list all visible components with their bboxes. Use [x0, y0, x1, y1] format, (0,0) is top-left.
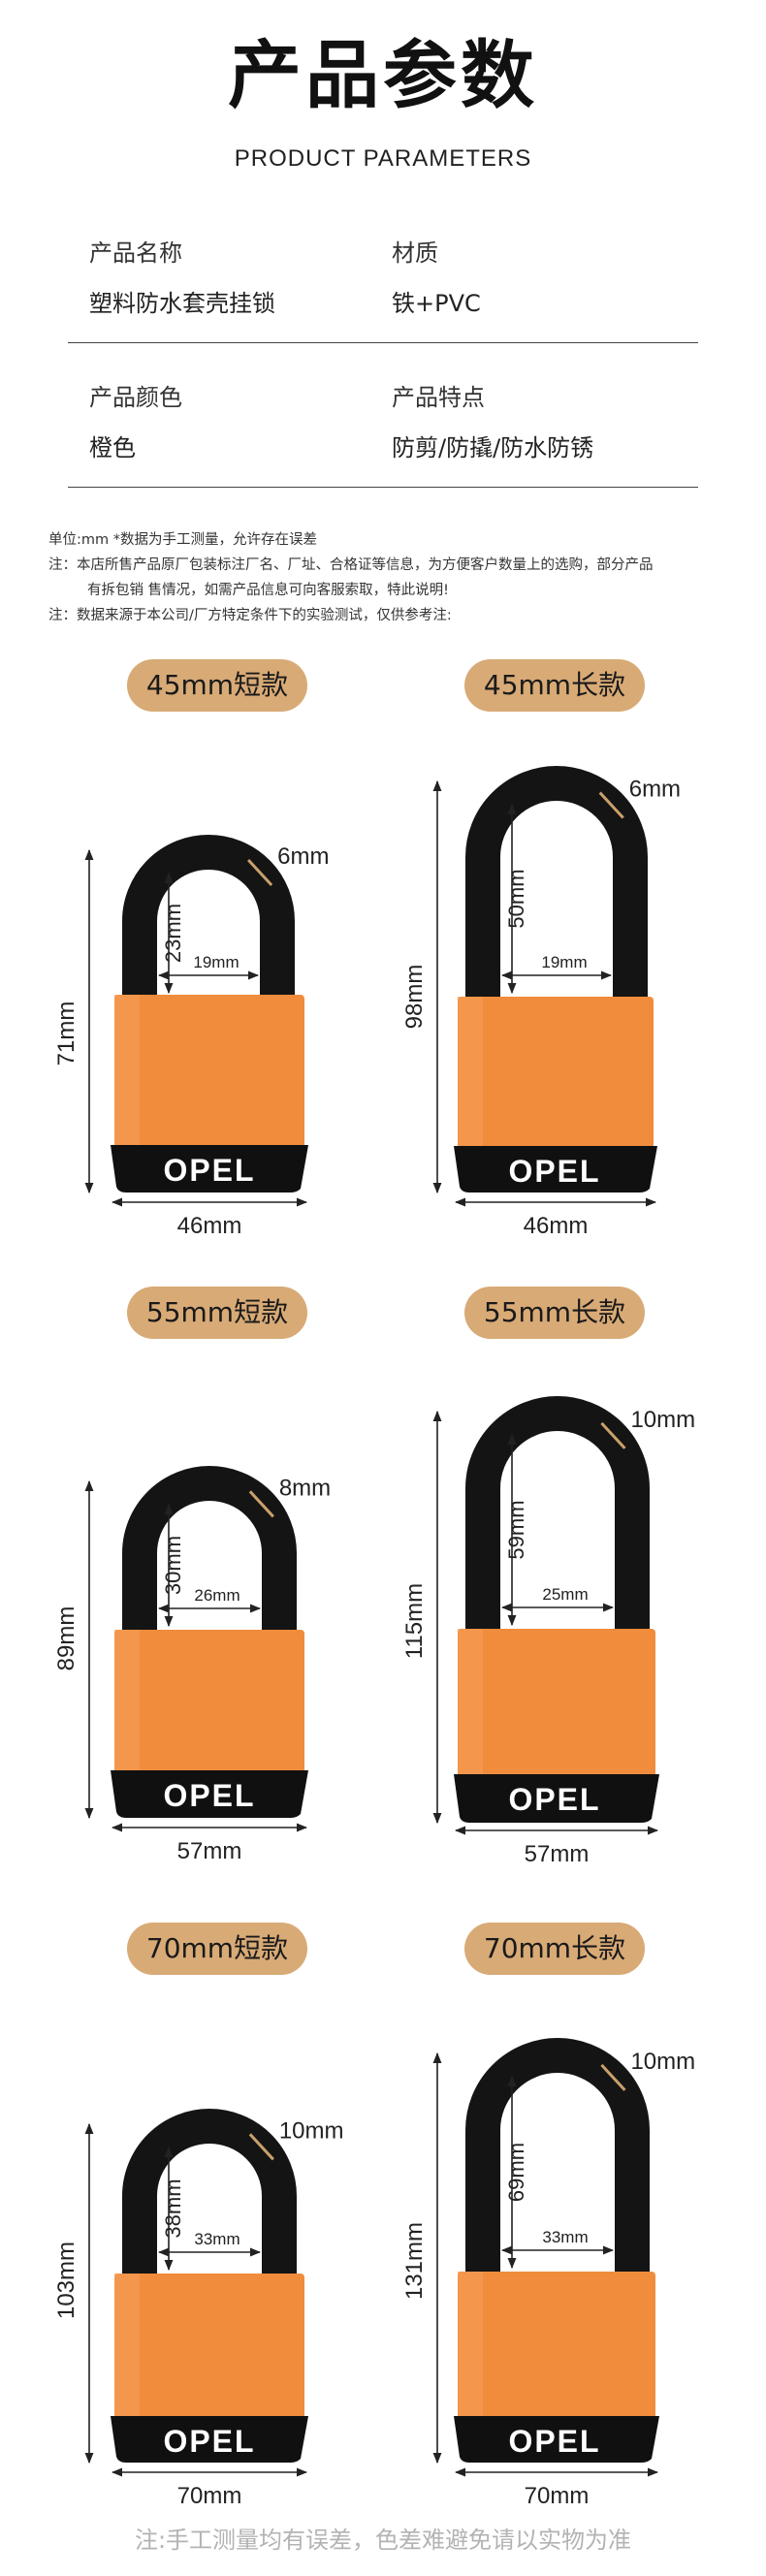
brand-logo: OPEL [163, 1153, 255, 1188]
brand-logo: OPEL [508, 1782, 600, 1817]
lock-body-highlight [114, 2274, 140, 2416]
lock-base [111, 1770, 308, 1818]
page-subtitle: PRODUCT PARAMETERS [234, 145, 532, 172]
shackle-ring [247, 858, 273, 887]
shackle [122, 1466, 297, 1630]
shackle-gap-label: 25mm [542, 1585, 588, 1604]
shackle-height-label: 23mm [161, 904, 185, 963]
overall-height-label: 71mm [53, 1002, 80, 1066]
shackle-height-label: 30mm [161, 1536, 185, 1595]
notes: 单位:mm *数据为手工测量，允许存在误差 注：本店所售产品原厂包装标注厂名、厂… [48, 527, 747, 628]
shackle-gap-label: 19mm [193, 953, 239, 971]
lock-body-highlight [458, 997, 483, 1146]
footer-note: 注:手工测量均有误差，色差难避免请以实物为准 [134, 2527, 632, 2554]
lock-base [454, 2416, 659, 2463]
shackle-height-label: 50mm [504, 869, 528, 928]
brand-logo: OPEL [508, 2424, 600, 2459]
shackle-height-label: 69mm [504, 2143, 528, 2202]
param-label-material: 材质 [392, 239, 438, 267]
lock-body-highlight [458, 2272, 483, 2416]
shackle-ring [248, 2133, 274, 2161]
shackle-ring [248, 1490, 274, 1518]
overall-width-label: 57mm [525, 1841, 590, 1867]
shackle [465, 1396, 650, 1629]
size-pill-55-long: 55mm长款 [464, 1287, 645, 1339]
overall-width-label: 46mm [177, 1213, 242, 1239]
param-label-color: 产品颜色 [89, 384, 182, 411]
overall-width-label: 70mm [525, 2483, 590, 2509]
shackle-ring [598, 791, 624, 819]
param-value-feature: 防剪/防撬/防水防锈 [392, 434, 594, 461]
note-line: 有拆包销 售情况，如需产品信息可向客服索取，特此说明! [87, 583, 449, 598]
shackle-ring [600, 2063, 626, 2091]
brand-logo: OPEL [163, 2424, 255, 2459]
wire-thickness-label: 6mm [629, 777, 681, 803]
overall-height-label: 103mm [53, 2242, 80, 2319]
page-title: 产品参数 [228, 32, 538, 118]
note-line: 注：数据来源于本公司/厂方特定条件下的实验测试，仅供参考注: [48, 608, 452, 623]
overall-height-label: 131mm [401, 2222, 428, 2300]
divider [68, 487, 698, 488]
shackle-height-label: 59mm [504, 1500, 528, 1559]
wire-thickness-label: 6mm [277, 843, 329, 870]
shackle [465, 2038, 650, 2272]
lock-body [114, 1630, 304, 1776]
lock-body-highlight [114, 1630, 140, 1770]
shackle [122, 2109, 297, 2274]
lock-base [454, 1146, 657, 1193]
shackle [465, 766, 648, 997]
size-pill-70-long: 70mm长款 [464, 1923, 645, 1975]
size-pill-55-short: 55mm短款 [127, 1287, 307, 1339]
lock-body [458, 2272, 655, 2422]
note-line: 单位:mm *数据为手工测量，允许存在误差 [48, 532, 317, 548]
shackle-gap-label: 26mm [194, 1586, 239, 1605]
param-value-name: 塑料防水套壳挂锁 [89, 290, 275, 317]
divider [68, 342, 698, 343]
brand-logo: OPEL [508, 1154, 600, 1189]
shackle-ring [600, 1421, 626, 1449]
lock-body [114, 2274, 304, 2422]
size-pill-45-short: 45mm短款 [127, 659, 307, 712]
param-label-name: 产品名称 [89, 239, 182, 267]
wire-thickness-label: 10mm [630, 2049, 695, 2075]
shackle-gap-label: 19mm [541, 953, 587, 971]
shackle-height-label: 38mm [161, 2178, 185, 2238]
param-value-material: 铁+PVC [392, 290, 481, 317]
shackle [122, 835, 295, 997]
lock-body-highlight [458, 1629, 483, 1774]
lock-base [111, 1145, 308, 1193]
size-pill-45-long: 45mm长款 [464, 659, 645, 712]
lock-body [114, 995, 304, 1151]
overall-height-label: 115mm [401, 1583, 428, 1659]
size-pill-70-short: 70mm短款 [127, 1923, 307, 1975]
wire-thickness-label: 10mm [279, 2117, 344, 2144]
shackle-gap-label: 33mm [542, 2228, 588, 2246]
lock-base [454, 1774, 659, 1823]
lock-body [458, 1629, 655, 1780]
lock-base [111, 2416, 308, 2463]
overall-width-label: 70mm [177, 2483, 242, 2509]
param-value-color: 橙色 [89, 434, 136, 461]
note-line: 注：本店所售产品原厂包装标注厂名、厂址、合格证等信息，为方便客户数量上的选购，部… [48, 557, 654, 573]
overall-width-label: 57mm [177, 1838, 242, 1864]
overall-height-label: 89mm [53, 1606, 80, 1671]
overall-height-label: 98mm [401, 965, 428, 1030]
param-label-feature: 产品特点 [392, 384, 485, 411]
lock-body-highlight [114, 995, 140, 1145]
shackle-gap-label: 33mm [194, 2230, 239, 2248]
overall-width-label: 46mm [524, 1213, 589, 1239]
wire-thickness-label: 8mm [279, 1475, 331, 1501]
lock-body [458, 997, 654, 1152]
wire-thickness-label: 10mm [630, 1407, 695, 1433]
brand-logo: OPEL [163, 1778, 255, 1813]
